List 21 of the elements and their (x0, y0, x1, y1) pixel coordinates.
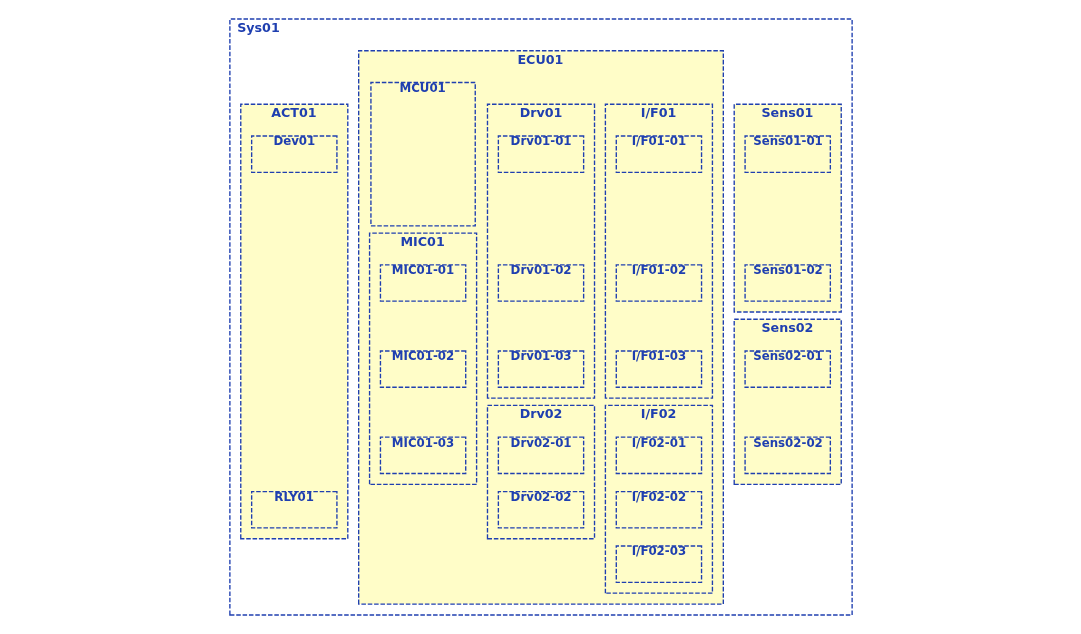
node-box: Drv01-01 (497, 135, 584, 173)
node-box: Sens02-02 (743, 436, 831, 475)
node-box: RLY01 (250, 490, 338, 529)
node-box: I/F02-02 (615, 490, 702, 529)
node-box: Dev01 (250, 135, 338, 173)
node-box: Sens02-01 (743, 350, 831, 388)
node-box: MCU01 (369, 81, 476, 227)
node-box: I/F02-01 (615, 436, 702, 475)
node-box: Drv01-03 (497, 350, 584, 388)
node-box: I/F01-03 (615, 350, 702, 388)
node-box: Sens01-02 (743, 264, 831, 302)
node-box: MIC01-01 (379, 264, 466, 302)
node-box: Drv02-02 (497, 490, 584, 529)
node-box: I/F01-02 (615, 264, 702, 302)
node-box: MIC01-03 (379, 436, 466, 475)
node-box: MIC01-02 (379, 350, 466, 388)
node-box: I/F01-01 (615, 135, 702, 173)
node-box: Sens01-01 (743, 135, 831, 173)
node-box: I/F02-03 (615, 545, 702, 583)
node-box: Drv01-02 (497, 264, 584, 302)
node-box: Drv02-01 (497, 436, 584, 475)
